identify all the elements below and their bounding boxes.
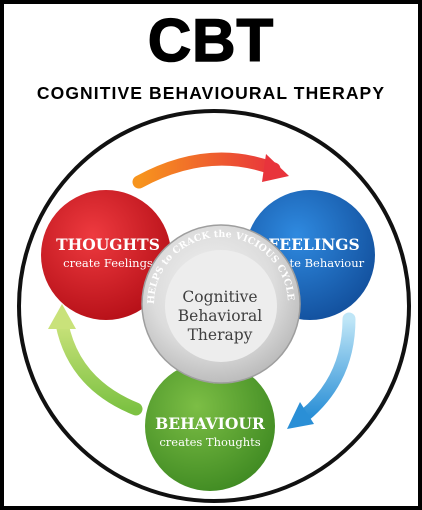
thoughts-circle: [41, 190, 171, 320]
thoughts-subtitle: create Feelings: [63, 256, 153, 270]
page-subtitle: COGNITIVE BEHAVIOURAL THERAPY: [36, 83, 386, 103]
hub-line-2: Behavioral: [178, 307, 262, 325]
arrow-feelings-to-behaviour: [287, 312, 356, 429]
node-behaviour: BEHAVIOUR creates Thoughts: [145, 361, 275, 491]
arrow-behaviour-to-thoughts: [48, 304, 143, 416]
thoughts-title: THOUGHTS: [56, 235, 160, 254]
hub-line-1: Cognitive: [182, 288, 257, 306]
behaviour-subtitle: creates Thoughts: [159, 435, 260, 449]
hub-line-3: Therapy: [188, 326, 253, 344]
node-thoughts: THOUGHTS create Feelings: [41, 190, 171, 320]
cbt-cycle-diagram: THOUGHTS create Feelings FEELINGS create…: [4, 4, 411, 503]
behaviour-title: BEHAVIOUR: [155, 414, 265, 433]
page-title: CBT: [147, 6, 275, 75]
hub-inner-disc: [165, 250, 277, 362]
behaviour-circle: [145, 361, 275, 491]
arrow-thoughts-to-feelings: [132, 152, 289, 189]
feelings-title: FEELINGS: [268, 235, 359, 254]
diagram-canvas: CBT COGNITIVE BEHAVIOURAL THERAPY: [4, 4, 418, 506]
